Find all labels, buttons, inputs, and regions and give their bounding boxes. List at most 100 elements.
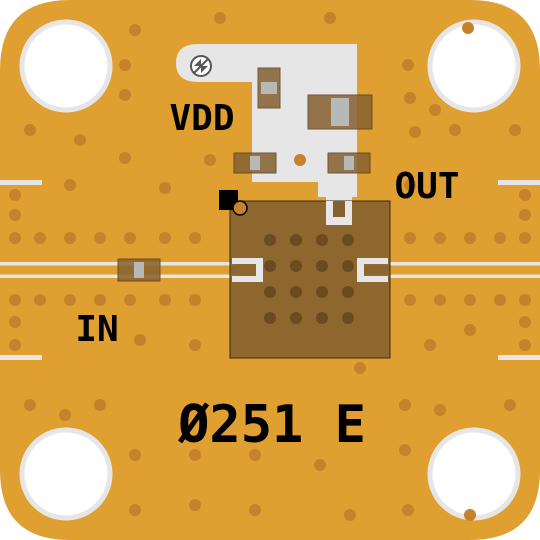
via bbox=[189, 294, 201, 306]
ic-via bbox=[342, 286, 354, 298]
via bbox=[94, 294, 106, 306]
ic-pad-out bbox=[357, 258, 388, 282]
via bbox=[189, 449, 201, 461]
via bbox=[189, 499, 201, 511]
ic-via bbox=[290, 286, 302, 298]
label-out: OUT bbox=[394, 166, 459, 207]
via bbox=[399, 444, 411, 456]
via bbox=[249, 504, 261, 516]
ic-via bbox=[264, 286, 276, 298]
via bbox=[434, 232, 446, 244]
via bbox=[399, 399, 411, 411]
mounting-hole-bottom-left bbox=[19, 427, 113, 521]
via bbox=[204, 154, 216, 166]
via bbox=[464, 294, 476, 306]
via bbox=[404, 294, 416, 306]
via bbox=[189, 232, 201, 244]
ic-via bbox=[290, 312, 302, 324]
via bbox=[294, 154, 306, 166]
via bbox=[59, 409, 71, 421]
ic-pad-out-bias-inner bbox=[333, 201, 345, 217]
via bbox=[344, 509, 356, 521]
via bbox=[494, 294, 506, 306]
label-in: IN bbox=[75, 309, 118, 350]
via bbox=[134, 334, 146, 346]
via bbox=[519, 189, 531, 201]
via bbox=[9, 232, 21, 244]
via bbox=[34, 294, 46, 306]
via bbox=[9, 339, 21, 351]
via-field bbox=[9, 12, 531, 521]
via bbox=[324, 12, 336, 24]
ic-via bbox=[316, 260, 328, 272]
gap-right-top bbox=[498, 180, 540, 185]
ic-via bbox=[264, 260, 276, 272]
via bbox=[519, 232, 531, 244]
ground-gaps bbox=[0, 180, 540, 360]
via bbox=[129, 24, 141, 36]
via bbox=[124, 294, 136, 306]
ic-via bbox=[290, 260, 302, 272]
via bbox=[519, 316, 531, 328]
label-part-number: Ø251 E bbox=[177, 395, 366, 455]
rf-out-trace bbox=[366, 265, 540, 275]
via bbox=[462, 22, 474, 34]
ground-symbol-icon bbox=[190, 55, 212, 77]
ic-via bbox=[264, 312, 276, 324]
passive-contacts bbox=[134, 82, 354, 278]
via bbox=[64, 294, 76, 306]
cap-bias-left-contact bbox=[250, 156, 260, 170]
via bbox=[404, 232, 416, 244]
via bbox=[504, 399, 516, 411]
via bbox=[519, 339, 531, 351]
via bbox=[9, 189, 21, 201]
label-vdd: VDD bbox=[169, 98, 234, 139]
via bbox=[159, 294, 171, 306]
ic-pad-in bbox=[232, 258, 263, 282]
via bbox=[119, 89, 131, 101]
via bbox=[404, 179, 416, 191]
via bbox=[314, 459, 326, 471]
via bbox=[24, 124, 36, 136]
gap-left-top bbox=[0, 180, 42, 185]
via bbox=[494, 232, 506, 244]
mounting-hole-top-right bbox=[427, 19, 521, 113]
ic-via bbox=[342, 312, 354, 324]
vdd-pad bbox=[176, 44, 357, 197]
cap-vdd-large-contact bbox=[331, 98, 349, 126]
ic-via bbox=[342, 234, 354, 246]
mounting-hole-top-left bbox=[19, 19, 113, 113]
via bbox=[464, 324, 476, 336]
via bbox=[119, 59, 131, 71]
via bbox=[9, 209, 21, 221]
via bbox=[424, 339, 436, 351]
via bbox=[94, 399, 106, 411]
pin1-dot bbox=[232, 200, 248, 216]
via bbox=[402, 504, 414, 516]
via bbox=[159, 232, 171, 244]
via bbox=[64, 232, 76, 244]
via bbox=[449, 124, 461, 136]
via bbox=[74, 134, 86, 146]
via bbox=[464, 509, 476, 521]
via bbox=[24, 399, 36, 411]
via bbox=[189, 339, 201, 351]
via bbox=[34, 232, 46, 244]
via bbox=[129, 449, 141, 461]
ic-via bbox=[290, 234, 302, 246]
via bbox=[94, 232, 106, 244]
via bbox=[434, 294, 446, 306]
cap-vdd-vertical-contact bbox=[261, 82, 277, 94]
gap-right-bottom bbox=[498, 355, 540, 360]
via bbox=[159, 182, 171, 194]
via bbox=[519, 209, 531, 221]
via bbox=[509, 124, 521, 136]
via bbox=[464, 232, 476, 244]
ic-via bbox=[316, 234, 328, 246]
ic-via bbox=[316, 312, 328, 324]
via bbox=[249, 449, 261, 461]
ic-pads bbox=[232, 201, 388, 282]
via bbox=[9, 294, 21, 306]
via bbox=[409, 126, 421, 138]
